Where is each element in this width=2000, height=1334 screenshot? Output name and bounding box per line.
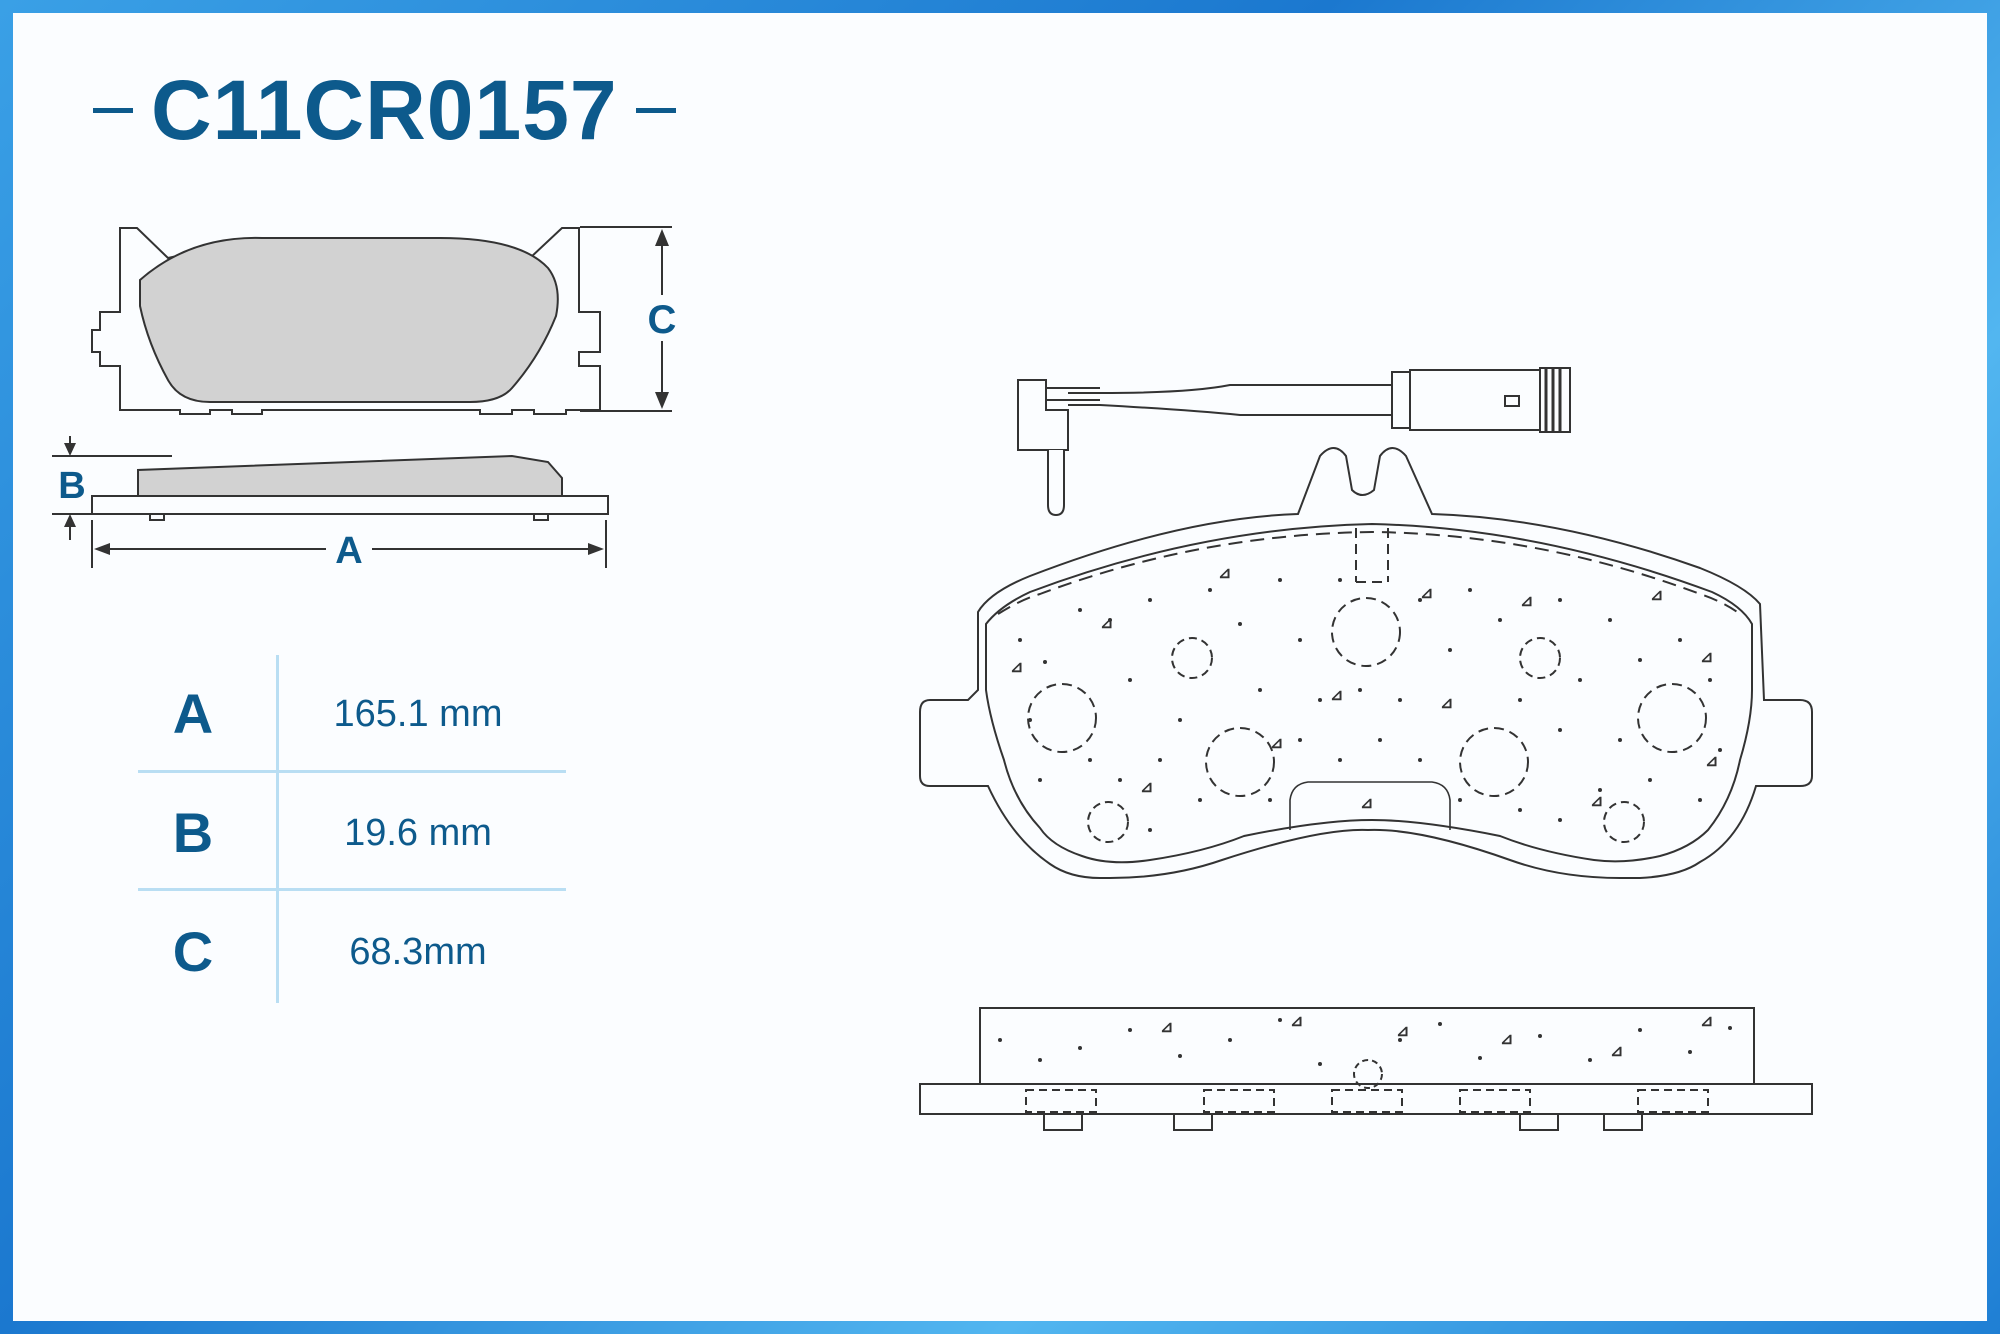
svg-text:⊿: ⊿ (1705, 753, 1718, 770)
svg-text:⊿: ⊿ (1396, 1023, 1409, 1040)
brake-pad-front-view (919, 447, 1813, 879)
svg-text:⊿: ⊿ (1160, 1019, 1173, 1036)
spec-value: 19.6 mm (344, 812, 492, 854)
svg-text:⊿: ⊿ (1590, 793, 1603, 810)
friction-texture: ⊿ ⊿ ⊿ ⊿ ⊿ ⊿ ⊿ ⊿ ⊿ ⊿ ⊿ ⊿ ⊿ ⊿ (1010, 565, 1722, 832)
svg-text:⊿: ⊿ (1360, 795, 1373, 812)
svg-text:⊿: ⊿ (1650, 587, 1663, 604)
spec-table: A 165.1 mm B 19.6 mm C 68.3mm (138, 655, 566, 1003)
brake-pad-side-view (919, 1007, 1813, 1131)
title-row: C11CR0157 (75, 60, 694, 160)
svg-text:⊿: ⊿ (1500, 1031, 1513, 1048)
svg-text:⊿: ⊿ (1610, 1043, 1623, 1060)
side-view-texture: ⊿ ⊿ ⊿ ⊿ ⊿ ⊿ (998, 1013, 1732, 1066)
svg-text:⊿: ⊿ (1010, 659, 1023, 676)
svg-text:⊿: ⊿ (1700, 1013, 1713, 1030)
dimension-a-label: A (335, 530, 362, 572)
svg-text:⊿: ⊿ (1218, 565, 1231, 582)
spec-divider-vertical (276, 655, 279, 1003)
friction-material-top-view (139, 236, 559, 403)
spec-value: 165.1 mm (333, 693, 503, 735)
svg-text:⊿: ⊿ (1700, 649, 1713, 666)
backing-plate-side-view (91, 495, 609, 515)
title-dash-left (93, 107, 133, 113)
spec-row-a: A 165.1 mm (138, 655, 566, 773)
part-number-title: C11CR0157 (151, 63, 618, 157)
svg-text:⊿: ⊿ (1440, 695, 1453, 712)
spec-value: 68.3mm (349, 931, 487, 973)
svg-text:⊿: ⊿ (1520, 593, 1533, 610)
svg-text:⊿: ⊿ (1420, 585, 1433, 602)
wear-sensor (1017, 367, 1571, 517)
dimension-c-label: C (648, 298, 677, 342)
spec-key: C (172, 920, 214, 983)
svg-text:⊿: ⊿ (1140, 779, 1153, 796)
spec-divider (138, 888, 566, 891)
spec-key: A (172, 682, 214, 745)
svg-text:⊿: ⊿ (1290, 1013, 1303, 1030)
svg-text:⊿: ⊿ (1270, 735, 1283, 752)
dimension-b-label: B (58, 465, 85, 507)
svg-text:⊿: ⊿ (1330, 687, 1343, 704)
svg-text:⊿: ⊿ (1100, 615, 1113, 632)
spec-key: B (172, 801, 214, 864)
spec-divider (138, 770, 566, 773)
spec-row-c: C 68.3mm (138, 893, 566, 1011)
title-dash-right (635, 107, 676, 113)
spec-row-b: B 19.6 mm (138, 774, 566, 892)
